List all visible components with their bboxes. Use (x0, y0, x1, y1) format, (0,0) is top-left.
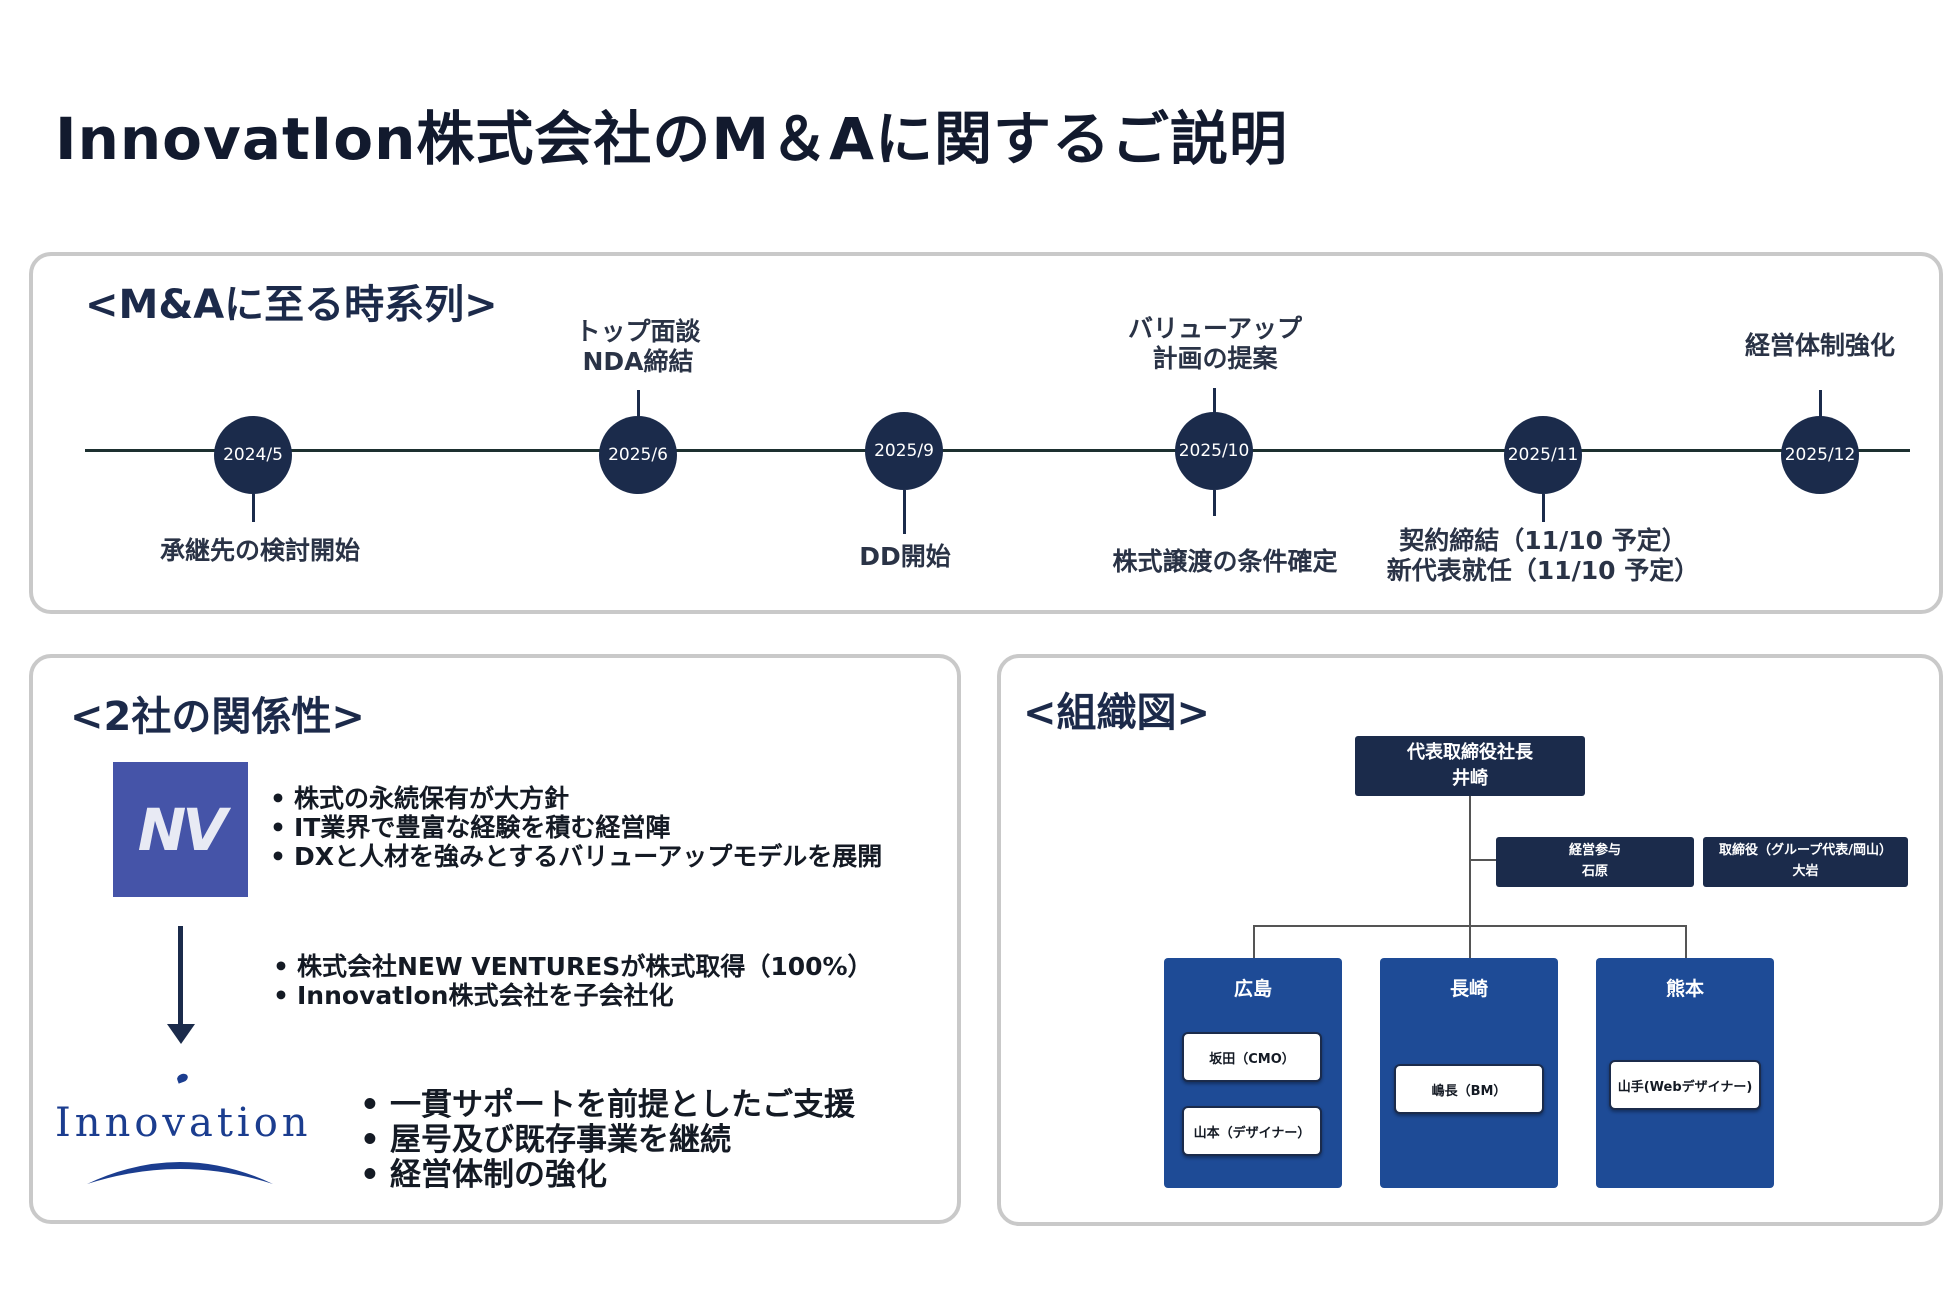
timeline-label-2024-5: 承継先の検討開始 (159, 536, 360, 565)
list-item: IT業界で豊富な経験を積む経営陣 (268, 813, 882, 842)
org-connector (1253, 925, 1255, 958)
member-card: 山本（デザイナー） (1182, 1106, 1322, 1156)
timeline-label-2025-10-above: バリューアップ 計画の提案 (1065, 314, 1365, 374)
timeline-label-2025-10-below: 株式譲渡の条件確定 (1112, 547, 1338, 576)
ceo-role: 代表取締役社長 (1407, 742, 1533, 763)
down-arrow-icon (167, 1024, 195, 1044)
org-connector (1469, 795, 1471, 960)
org-connector (1253, 925, 1687, 927)
advisor-name: 石原 (1581, 864, 1608, 879)
timeline-label-2025-12: 経営体制強化 (1744, 331, 1895, 360)
timeline-axis (85, 449, 1910, 452)
timeline-label-line: NDA締結 (582, 347, 694, 376)
member-card: 山手(Webデザイナー) (1609, 1060, 1761, 1110)
org-chart-heading: <組織図> (1023, 690, 1211, 736)
timeline-tick (1213, 490, 1216, 516)
timeline-label-line: トップ面談 (575, 317, 701, 346)
innovation-logo: Innovation (55, 1070, 310, 1192)
acquisition-arrow-shaft (178, 926, 183, 1026)
timeline-label-line: 契約締結（11/10 予定） (1399, 526, 1687, 555)
branch-name: 長崎 (1449, 978, 1488, 1000)
branch-kumamoto: 熊本 山手(Webデザイナー) (1596, 958, 1774, 1188)
list-item: 株式の永続保有が大方針 (268, 784, 882, 813)
timeline-label-2025-9: DD開始 (859, 542, 951, 571)
director-box: 取締役（グループ代表/岡山） 大岩 (1703, 837, 1908, 887)
timeline-node-2024-5: 2024/5 (214, 416, 292, 494)
new-ventures-logo-text: NV (137, 795, 227, 864)
timeline-label-line: 新代表就任（11/10 予定） (1386, 556, 1700, 585)
org-connector (1469, 859, 1497, 861)
timeline-label-line: 計画の提案 (1152, 344, 1278, 373)
timeline-node-2025-10: 2025/10 (1175, 412, 1253, 490)
timeline-tick (1213, 388, 1216, 416)
transaction-points: 株式会社NEW VENTURESが株式取得（100%） InnovatIon株式… (271, 952, 873, 1010)
innovation-logo-text: Innovation (55, 1100, 312, 1146)
branch-nagasaki: 長崎 嶋長（BM） (1380, 958, 1558, 1188)
director-name: 大岩 (1792, 864, 1819, 879)
timeline-label-2025-11: 契約締結（11/10 予定） 新代表就任（11/10 予定） (1363, 526, 1723, 586)
timeline-node-2025-11: 2025/11 (1504, 416, 1582, 494)
ceo-box: 代表取締役社長 井崎 (1355, 736, 1585, 796)
list-item: 株式会社NEW VENTURESが株式取得（100%） (271, 952, 873, 981)
timeline-tick (903, 490, 906, 534)
director-role: 取締役（グループ代表/岡山） (1719, 843, 1892, 858)
relationship-heading: <2社の関係性> (70, 694, 365, 740)
timeline-heading: <M&Aに至る時系列> (85, 282, 498, 328)
timeline-label-2025-6: トップ面談 NDA締結 (488, 317, 788, 377)
list-item: 経営体制の強化 (358, 1158, 855, 1194)
support-points: 一貫サポートを前提としたご支援 屋号及び既存事業を継続 経営体制の強化 (358, 1088, 855, 1194)
timeline-tick (1542, 494, 1545, 522)
member-card: 嶋長（BM） (1394, 1064, 1544, 1114)
branch-name: 熊本 (1665, 978, 1704, 1000)
list-item: 屋号及び既存事業を継続 (358, 1123, 855, 1159)
timeline-tick (1819, 390, 1822, 418)
new-ventures-logo: NV (113, 762, 248, 897)
org-connector (1685, 925, 1687, 958)
list-item: 一貫サポートを前提としたご支援 (358, 1088, 855, 1124)
timeline-tick (637, 390, 640, 418)
timeline-label-line: バリューアップ (1127, 314, 1302, 343)
logo-arc-icon (87, 1162, 273, 1184)
timeline-panel (29, 252, 1943, 614)
logo-dot-icon (175, 1072, 190, 1084)
list-item: InnovatIon株式会社を子会社化 (271, 981, 873, 1010)
list-item: DXと人材を強みとするバリューアップモデルを展開 (268, 842, 882, 871)
new-ventures-points: 株式の永続保有が大方針 IT業界で豊富な経験を積む経営陣 DXと人材を強みとする… (268, 784, 882, 871)
timeline-node-2025-6: 2025/6 (599, 416, 677, 494)
page-title: InnovatIon株式会社のM＆Aに関するご説明 (55, 105, 1289, 173)
timeline-node-2025-12: 2025/12 (1781, 416, 1859, 494)
advisor-role: 経営参与 (1568, 843, 1621, 858)
timeline-node-2025-9: 2025/9 (865, 412, 943, 490)
ceo-name: 井崎 (1452, 768, 1488, 789)
branch-hiroshima: 広島 坂田（CMO） 山本（デザイナー） (1164, 958, 1342, 1188)
advisor-box: 経営参与 石原 (1496, 837, 1694, 887)
timeline-tick (252, 494, 255, 522)
branch-name: 広島 (1233, 978, 1272, 1000)
member-card: 坂田（CMO） (1182, 1032, 1322, 1082)
